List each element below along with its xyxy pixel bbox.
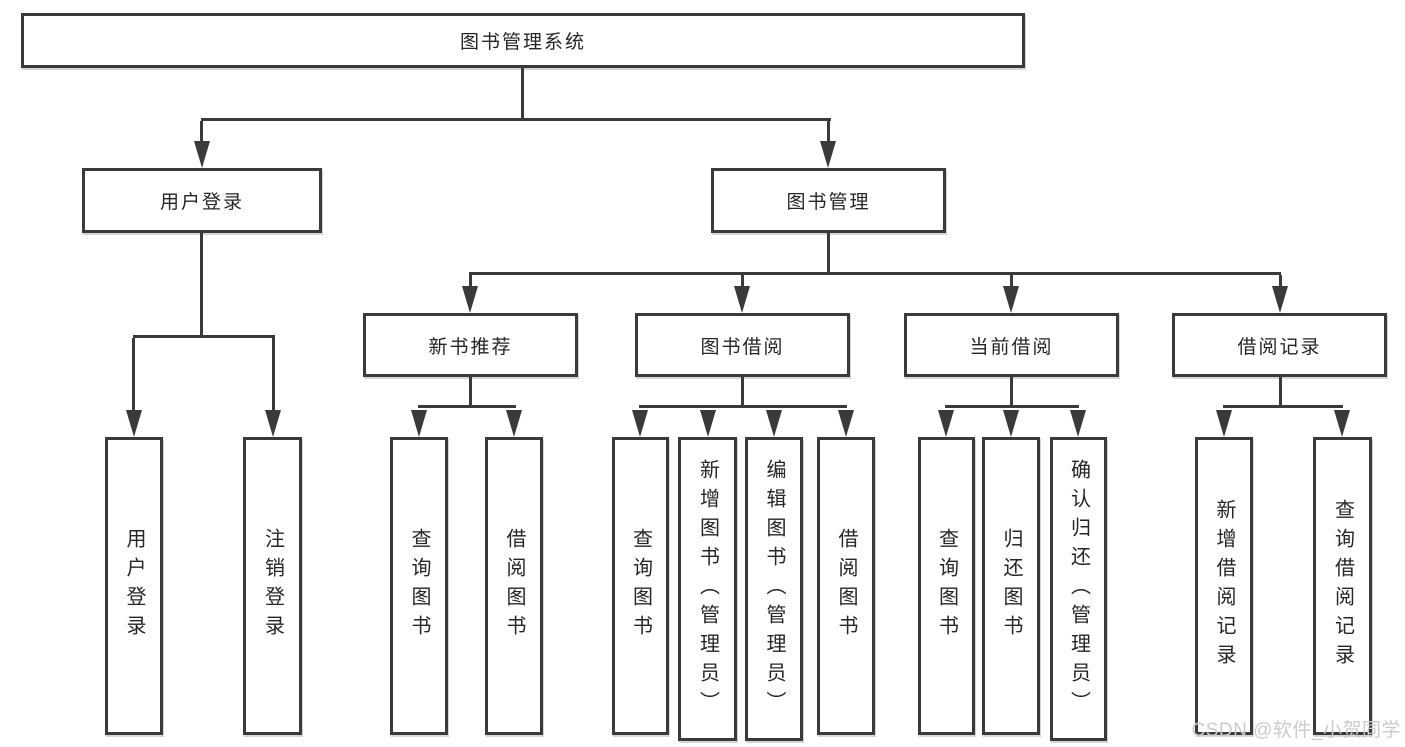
arrowhead (1334, 410, 1350, 437)
node-add-books-admin: 新增图书（管理员） (678, 437, 737, 741)
connector-line (1279, 377, 1282, 405)
connector-line (1279, 275, 1282, 287)
arrowhead (700, 410, 716, 437)
arrowhead (1003, 286, 1019, 313)
arrowhead (838, 410, 854, 437)
connector-line (469, 275, 472, 287)
node-query-borrow-record: 查询借阅记录 (1313, 437, 1372, 735)
connector-line (741, 377, 744, 405)
node-book-borrowing: 图书借阅 (635, 313, 850, 377)
arrowhead (506, 410, 522, 437)
node-edit-books-admin: 编辑图书（管理员） (745, 437, 803, 741)
arrowhead (734, 286, 750, 313)
connector-line (200, 233, 203, 335)
node-new-book-recommendation: 新书推荐 (363, 313, 578, 377)
node-query-books-borrowing: 查询图书 (612, 437, 669, 735)
connector-line (827, 121, 830, 143)
node-borrow-books-recommend: 借阅图书 (485, 437, 543, 735)
node-user-login: 用户登录 (82, 168, 322, 233)
arrowhead (766, 410, 782, 437)
node-query-books-current: 查询图书 (918, 437, 975, 735)
connector-line (1223, 405, 1343, 408)
arrowhead (1003, 410, 1019, 437)
connector-line (469, 377, 472, 405)
arrowhead (194, 141, 210, 168)
arrowhead (632, 410, 648, 437)
connector-line (132, 338, 135, 412)
connector-line (418, 405, 516, 408)
arrowhead (1272, 286, 1288, 313)
node-confirm-return-admin: 确认归还（管理员） (1050, 437, 1107, 741)
node-user-login-leaf: 用户登录 (105, 437, 163, 735)
node-query-books-recommend: 查询图书 (390, 437, 448, 735)
connector-line (827, 233, 830, 272)
arrowhead (820, 141, 836, 168)
arrowhead (1216, 410, 1232, 437)
arrowhead (938, 410, 954, 437)
watermark: CSDN @软件_小贺同学 (1191, 720, 1401, 741)
node-current-borrowing: 当前借阅 (904, 313, 1119, 377)
arrowhead (462, 286, 478, 313)
connector-line (741, 275, 744, 287)
connector-line (1010, 275, 1013, 287)
arrowhead (265, 410, 281, 437)
node-book-management: 图书管理 (711, 168, 946, 233)
node-system-root: 图书管理系统 (21, 13, 1025, 68)
arrowhead (1070, 410, 1086, 437)
node-borrow-books-borrowing: 借阅图书 (817, 437, 875, 735)
node-return-books: 归还图书 (982, 437, 1040, 735)
connector-line (272, 338, 275, 412)
arrowhead (411, 410, 427, 437)
arrowhead (126, 410, 142, 437)
node-borrowing-records: 借阅记录 (1172, 313, 1387, 377)
connector-line (639, 405, 847, 408)
connector-line (945, 405, 1079, 408)
connector-line (1010, 377, 1013, 405)
connector-line (469, 272, 1281, 275)
connector-line (201, 118, 831, 121)
node-add-borrow-record: 新增借阅记录 (1195, 437, 1253, 735)
connector-line (133, 335, 275, 338)
connector-line (521, 68, 524, 118)
connector-line (200, 121, 203, 143)
node-logout: 注销登录 (243, 437, 302, 735)
